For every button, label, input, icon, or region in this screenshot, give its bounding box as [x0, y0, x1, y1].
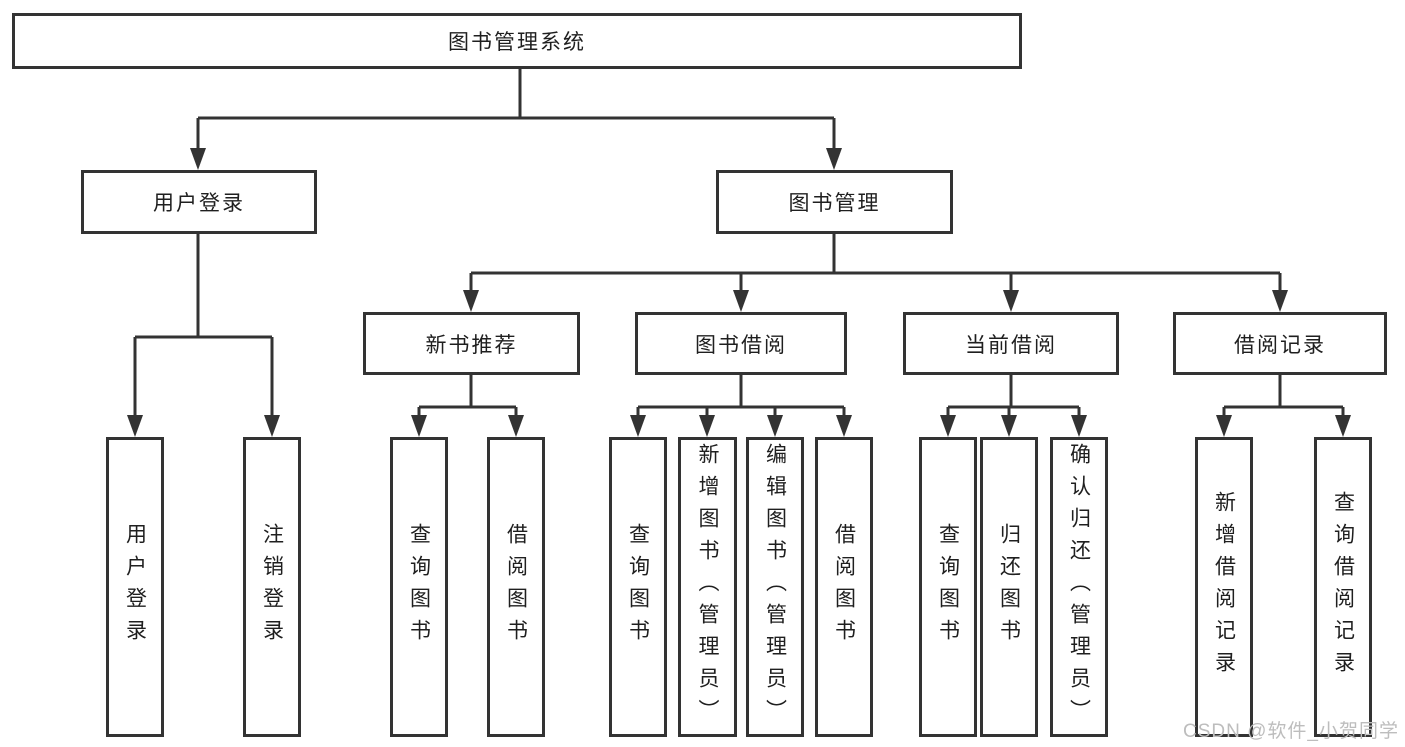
node-user-login: 用户登录	[81, 170, 317, 234]
node-leaf-add-books-admin: 新增图书（管理员）	[678, 437, 737, 737]
node-book-borrowing: 图书借阅	[635, 312, 847, 375]
node-leaf-return-books: 归还图书	[980, 437, 1038, 737]
connector-current-borrow-branch	[940, 375, 1087, 437]
node-leaf-logout: 注销登录	[243, 437, 301, 737]
node-leaf-edit-books-admin: 编辑图书（管理员）	[746, 437, 804, 737]
node-borrowing-records-label: 借阅记录	[1234, 333, 1326, 357]
csdn-watermark: CSDN @软件_小贺同学	[1183, 721, 1399, 742]
node-leaf-borrow-books-1: 借阅图书	[487, 437, 545, 737]
node-new-book-recommend: 新书推荐	[363, 312, 580, 375]
node-new-book-recommend-label: 新书推荐	[425, 333, 518, 357]
node-book-management: 图书管理	[716, 170, 953, 234]
node-leaf-confirm-return-admin-label: 确认归还（管理员）	[1067, 443, 1091, 731]
node-leaf-query-borrow-record-label: 查询借阅记录	[1331, 491, 1355, 683]
node-leaf-logout-label: 注销登录	[260, 523, 284, 651]
node-book-management-label: 图书管理	[788, 192, 881, 215]
node-current-borrowing: 当前借阅	[903, 312, 1119, 375]
connector-new-book-branch	[411, 375, 524, 437]
node-leaf-borrow-books-1-label: 借阅图书	[504, 523, 528, 651]
node-leaf-user-login: 用户登录	[106, 437, 164, 737]
node-borrowing-records: 借阅记录	[1173, 312, 1387, 375]
node-book-borrowing-label: 图书借阅	[695, 333, 787, 357]
node-leaf-query-books-1-label: 查询图书	[407, 523, 431, 651]
node-leaf-query-books-3: 查询图书	[919, 437, 977, 737]
connector-root-to-level2	[190, 69, 842, 170]
connector-borrow-records-branch	[1216, 375, 1351, 437]
node-leaf-confirm-return-admin: 确认归还（管理员）	[1050, 437, 1108, 737]
connector-book-mgmt-branch	[463, 233, 1288, 312]
node-leaf-query-books-2: 查询图书	[609, 437, 667, 737]
node-root-system-label: 图书管理系统	[448, 31, 586, 54]
node-leaf-query-books-2-label: 查询图书	[626, 523, 650, 651]
node-root-system: 图书管理系统	[12, 13, 1022, 69]
node-leaf-add-borrow-record-label: 新增借阅记录	[1212, 491, 1236, 683]
node-leaf-borrow-books-2: 借阅图书	[815, 437, 873, 737]
node-leaf-query-books-3-label: 查询图书	[936, 523, 960, 651]
node-leaf-return-books-label: 归还图书	[997, 523, 1021, 651]
node-leaf-borrow-books-2-label: 借阅图书	[832, 523, 856, 651]
node-current-borrowing-label: 当前借阅	[965, 333, 1057, 357]
node-leaf-add-borrow-record: 新增借阅记录	[1195, 437, 1253, 737]
node-leaf-user-login-label: 用户登录	[123, 523, 147, 651]
connector-book-borrow-branch	[630, 375, 852, 437]
node-leaf-query-borrow-record: 查询借阅记录	[1314, 437, 1372, 737]
connector-user-login-branch	[127, 233, 280, 437]
node-user-login-label: 用户登录	[153, 192, 245, 215]
node-leaf-query-books-1: 查询图书	[390, 437, 448, 737]
node-leaf-edit-books-admin-label: 编辑图书（管理员）	[763, 443, 787, 731]
node-leaf-add-books-admin-label: 新增图书（管理员）	[696, 443, 719, 731]
